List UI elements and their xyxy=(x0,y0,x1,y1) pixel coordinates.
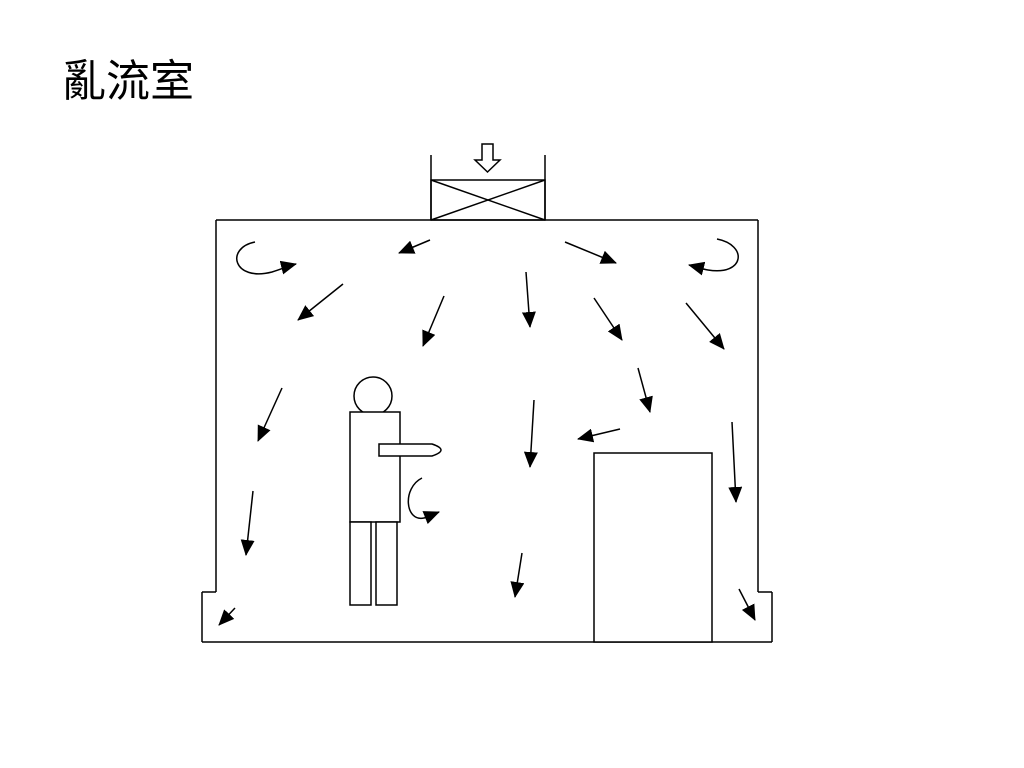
operator-left-leg xyxy=(349,521,372,606)
airflow-arrow xyxy=(521,271,536,328)
airflow-arrow xyxy=(728,421,743,503)
operator-figure xyxy=(349,376,442,606)
operator-torso xyxy=(349,411,401,523)
airflow-arrow xyxy=(257,387,283,442)
swirl-arrow-operator xyxy=(407,477,440,525)
swirl-arrow-top-left xyxy=(236,241,297,275)
operator-right-leg xyxy=(375,521,398,606)
airflow-arrow xyxy=(577,428,621,443)
airflow-arrows xyxy=(218,239,756,626)
airflow-arrow xyxy=(422,295,445,347)
airflow-arrow xyxy=(218,607,236,626)
airflow-arrow xyxy=(510,552,525,598)
recirculation-swirls xyxy=(236,238,739,525)
airflow-arrow xyxy=(564,241,617,264)
airflow-arrow xyxy=(685,302,725,350)
slide-title: 亂流室 xyxy=(62,56,194,107)
airflow-arrow xyxy=(637,367,653,413)
equipment-cabinet xyxy=(593,452,713,643)
swirl-arrow-top-right xyxy=(688,238,739,276)
airflow-arrow xyxy=(297,283,344,321)
operator-head xyxy=(353,376,393,416)
operator-arm xyxy=(378,443,442,457)
airflow-arrow xyxy=(738,588,756,621)
airflow-arrow xyxy=(593,297,623,341)
airflow-arrow xyxy=(523,399,538,468)
airflow-arrow xyxy=(398,239,431,254)
airflow-arrow xyxy=(240,490,255,556)
supply-air-inlet-arrow-icon xyxy=(473,143,502,174)
